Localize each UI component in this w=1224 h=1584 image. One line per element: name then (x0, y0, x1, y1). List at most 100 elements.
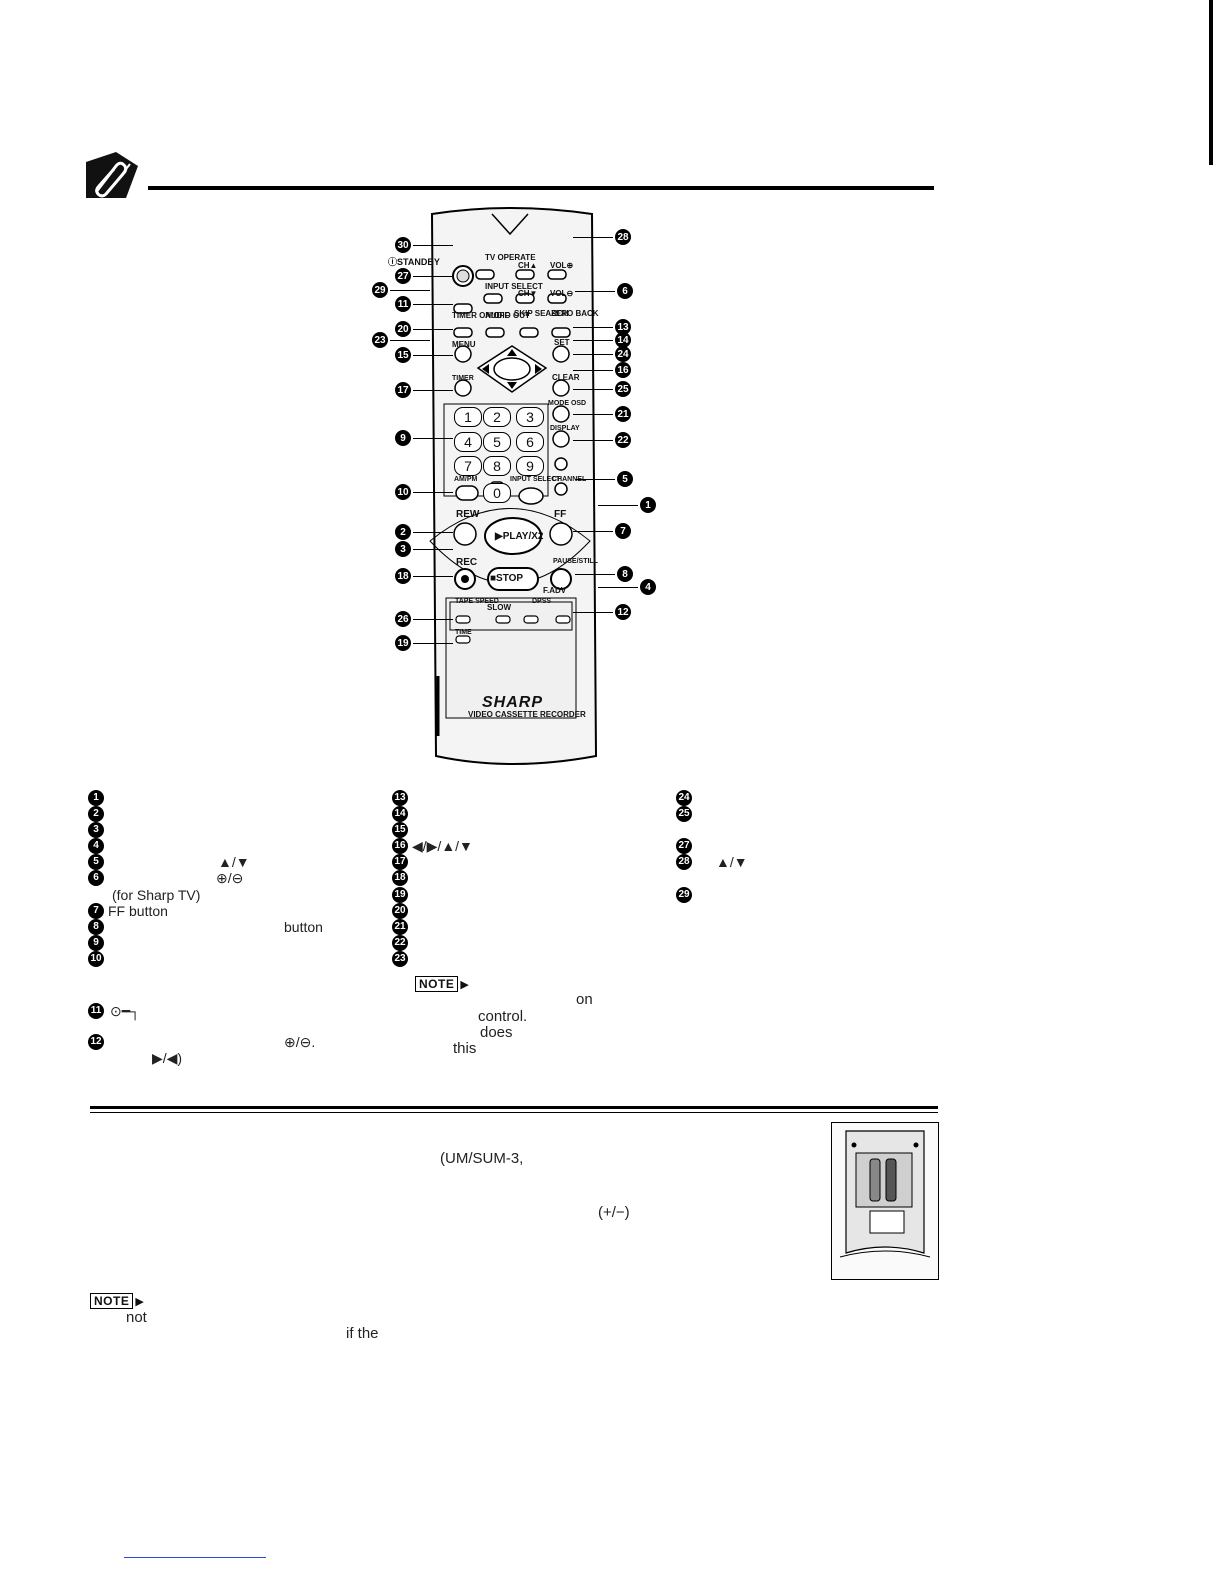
legend-note: NOTE▶ (415, 975, 469, 993)
callout-number-1: 1 (640, 497, 656, 513)
remote-label-tape-speed: TAPE SPEED (455, 598, 499, 605)
battery-note-fragment: not (126, 1309, 147, 1326)
section-rule (90, 1106, 938, 1109)
remote-label-ch-down: CH▼ (518, 289, 538, 298)
callout-number-30: 30 (395, 237, 411, 253)
legend-number-badge: 2 (88, 806, 104, 822)
legend-number-badge: 16 (392, 838, 408, 854)
note-fragment: on (576, 991, 593, 1008)
legend-number-badge: 15 (392, 822, 408, 838)
remote-label-tv-operate: TV OPERATE (485, 253, 536, 262)
remote-label-f-adv: F.ADV (543, 586, 567, 595)
callout-number-16: 16 (615, 362, 631, 378)
remote-control-illustration (360, 206, 660, 776)
remote-label-display: DISPLAY (550, 425, 580, 432)
keypad-digit-8: 8 (483, 456, 511, 476)
remote-label-rec: REC (456, 557, 478, 568)
callout-leader-line (413, 355, 453, 356)
legend-text: ⊕/⊖. (284, 1034, 316, 1050)
remote-brand-logo: SHARP (482, 694, 544, 711)
legend-number-badge: 7 (88, 903, 104, 919)
callout-leader-line (598, 505, 638, 506)
legend-number-badge: 5 (88, 854, 104, 870)
callout-leader-line (413, 438, 453, 439)
legend-item: 2 (88, 806, 104, 822)
legend-text: ◀/▶/▲/▼ (412, 838, 473, 854)
remote-label-timer-onoff: TIMER ON/OFF (452, 311, 510, 320)
legend-text: ▲/▼ (218, 854, 250, 870)
legend-item: 9 (88, 935, 104, 951)
legend-item: 1 (88, 790, 104, 806)
legend-number-badge: 18 (392, 870, 408, 886)
keypad-digit-1: 1 (454, 407, 482, 427)
remote-subtitle: VIDEO CASSETTE RECORDER (468, 710, 586, 719)
callout-number-26: 26 (395, 611, 411, 627)
callout-number-14: 14 (615, 332, 631, 348)
legend-item: 23 (392, 951, 408, 967)
remote-label-vol-down: VOL⊖ (550, 289, 574, 298)
callout-leader-line (573, 370, 613, 371)
callout-number-23: 23 (372, 332, 388, 348)
legend-number-badge: 17 (392, 854, 408, 870)
keypad-digit-5: 5 (483, 432, 511, 452)
legend-text: ⊕/⊖ (216, 870, 244, 886)
legend-number-badge: 25 (676, 806, 692, 822)
callout-leader-line (573, 340, 613, 341)
callout-number-2: 2 (395, 524, 411, 540)
keypad-digit-2: 2 (483, 407, 511, 427)
callout-leader-line (413, 549, 453, 550)
callout-number-20: 20 (395, 321, 411, 337)
remote-label-set: SET (554, 338, 570, 347)
legend-item: 16◀/▶/▲/▼ (392, 838, 473, 854)
keypad-digit-3: 3 (516, 407, 544, 427)
paperclip-pen-icon (86, 152, 138, 198)
callout-leader-line (598, 587, 638, 588)
callout-number-13: 13 (615, 319, 631, 335)
legend-number-badge: 13 (392, 790, 408, 806)
callout-number-3: 3 (395, 541, 411, 557)
legend-number-badge: 3 (88, 822, 104, 838)
battery-polarity-fragment: (+/−) (598, 1204, 630, 1221)
note-fragment: this (453, 1040, 477, 1057)
remote-label-ch-up: CH▲ (518, 261, 538, 270)
legend-item: 3 (88, 822, 104, 838)
header-rule (148, 186, 934, 190)
callout-leader-line (413, 532, 453, 533)
legend-item: 11⊙━┐ (88, 1003, 140, 1019)
legend-item: (for Sharp TV) (88, 887, 200, 903)
remote-label-dpss: DPSS (532, 598, 552, 605)
callout-leader-line (575, 291, 615, 292)
remote-label-ampm: AM/PM (454, 476, 478, 483)
remote-label-rew: REW (456, 509, 480, 520)
remote-label-audio-out: AUDIO OUT (485, 311, 530, 320)
callout-leader-line (413, 304, 453, 305)
callout-number-17: 17 (395, 382, 411, 398)
remote-label-play: ▶PLAY/X2 (495, 531, 544, 542)
section-rule-thin (90, 1112, 938, 1113)
legend-item: 13 (392, 790, 408, 806)
callout-leader-line (573, 354, 613, 355)
note-fragment: control. (478, 1008, 528, 1025)
callout-number-27: 27 (395, 268, 411, 284)
callout-leader-line (413, 619, 453, 620)
legend-number-badge: 20 (392, 903, 408, 919)
callout-number-8: 8 (617, 566, 633, 582)
callout-leader-line (573, 440, 613, 441)
battery-note-fragment: if the (346, 1325, 379, 1342)
legend-number-badge: 8 (88, 919, 104, 935)
callout-leader-line (573, 389, 613, 390)
battery-note: NOTE▶ (90, 1292, 144, 1310)
note-badge: NOTE (90, 1293, 134, 1309)
note-arrow-icon: ▶ (460, 979, 469, 991)
page-edge-bar (1209, 0, 1213, 165)
callout-leader-line (573, 531, 613, 532)
remote-label-input-select-tv: INPUT SELECT (485, 282, 543, 291)
callout-leader-line (413, 276, 453, 277)
callout-leader-line (413, 329, 453, 330)
note-fragment: does (480, 1024, 513, 1041)
callout-number-28: 28 (615, 229, 631, 245)
legend-number-badge: 29 (676, 887, 692, 903)
keypad-digit-9: 9 (516, 456, 544, 476)
